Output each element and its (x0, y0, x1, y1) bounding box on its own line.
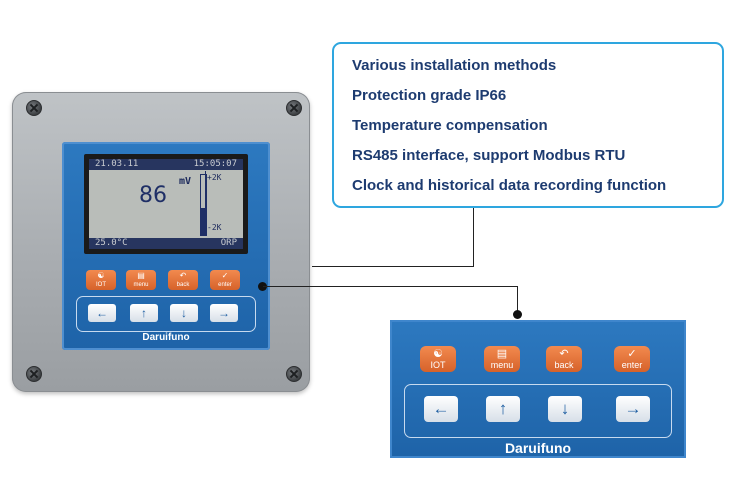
up-arrow-button[interactable]: ↑ (130, 304, 158, 322)
down-arrow-button[interactable]: ↓ (548, 396, 582, 422)
screw-icon (26, 366, 42, 382)
arrow-left-icon: ← (96, 306, 108, 320)
feature-item: RS485 interface, support Modbus RTU (352, 147, 626, 164)
up-arrow-button[interactable]: ↑ (486, 396, 520, 422)
lcd-level-bar (200, 174, 207, 236)
enter-icon: ✓ (627, 348, 637, 360)
lcd-footer: 25.0°C ORP (89, 238, 243, 249)
lcd-mode: ORP (220, 238, 237, 248)
back-button[interactable]: ↶ back (168, 270, 198, 290)
menu-icon: ▤ (496, 348, 508, 360)
iot-button-label: IOT (96, 282, 106, 288)
menu-button-label: menu (133, 282, 149, 288)
features-callout: Various installation methods Protection … (332, 42, 724, 208)
left-arrow-button[interactable]: ← (88, 304, 116, 322)
menu-button[interactable]: ▤ menu (484, 346, 520, 372)
arrow-down-icon: ↓ (560, 399, 570, 418)
screw-icon (26, 100, 42, 116)
arrow-right-icon: → (624, 399, 642, 418)
lcd-reading: 86 (139, 183, 167, 208)
down-arrow-button[interactable]: ↓ (170, 304, 198, 322)
zoom-anchor-dot (258, 282, 267, 291)
left-arrow-button[interactable]: ← (424, 396, 458, 422)
zoom-connector (517, 286, 518, 312)
lcd-status-bar: 21.03.11 15:05:07 (89, 159, 243, 170)
menu-button[interactable]: ▤ menu (126, 270, 156, 290)
enter-icon: ✓ (221, 271, 229, 280)
lcd-time: 15:05:07 (193, 159, 237, 169)
iot-button-label: IOT (430, 360, 446, 370)
lcd-screen: 21.03.11 15:05:07 86 mV +2K -2K 25.0°C O… (84, 154, 248, 254)
menu-icon: ▤ (137, 271, 145, 280)
enter-button-label: enter (621, 360, 643, 370)
right-arrow-button[interactable]: → (210, 304, 238, 322)
arrow-right-icon: → (218, 306, 230, 320)
back-button[interactable]: ↶ back (546, 346, 582, 372)
arrow-keypad (404, 384, 672, 438)
enter-button[interactable]: ✓ enter (614, 346, 650, 372)
arrow-down-icon: ↓ (181, 306, 187, 320)
lcd-temperature: 25.0°C (95, 238, 128, 248)
back-icon: ↶ (559, 348, 569, 360)
iot-button[interactable]: ☯ IOT (420, 346, 456, 372)
brand-label: Daruifuno (142, 332, 190, 343)
lcd-unit: mV (179, 176, 192, 187)
zoom-anchor-dot (513, 310, 522, 319)
brand-label: Daruifuno (504, 440, 572, 456)
back-button-label: back (176, 282, 190, 288)
menu-button-label: menu (490, 360, 514, 370)
callout-connector (473, 208, 474, 267)
enter-button[interactable]: ✓ enter (210, 270, 240, 290)
right-arrow-button[interactable]: → (616, 396, 650, 422)
zoom-connector (263, 286, 518, 287)
transmitter-device: 21.03.11 15:05:07 86 mV +2K -2K 25.0°C O… (12, 92, 310, 392)
iot-icon: ☯ (433, 348, 443, 360)
lcd-range-frame (205, 171, 242, 235)
feature-item: Temperature compensation (352, 117, 548, 134)
feature-item: Various installation methods (352, 57, 557, 74)
enter-button-label: enter (218, 282, 232, 288)
back-icon: ↶ (179, 271, 187, 280)
back-button-label: back (554, 360, 574, 370)
lcd-range-high: +2K (207, 173, 222, 182)
front-panel: 21.03.11 15:05:07 86 mV +2K -2K 25.0°C O… (62, 142, 270, 350)
arrow-keypad (76, 296, 256, 332)
iot-button[interactable]: ☯ IOT (86, 270, 116, 290)
lcd-range-low: -2K (207, 223, 222, 232)
lcd-level-fill (201, 208, 206, 235)
lcd-date: 21.03.11 (95, 159, 139, 169)
arrow-left-icon: ← (432, 399, 450, 418)
arrow-up-icon: ↑ (498, 399, 508, 418)
screw-icon (286, 366, 302, 382)
screw-icon (286, 100, 302, 116)
arrow-up-icon: ↑ (141, 306, 147, 320)
feature-item: Clock and historical data recording func… (352, 177, 667, 194)
keypad-closeup: ☯ IOT ▤ menu ↶ back ✓ enter ← ↑ ↓ → Daru… (390, 320, 686, 458)
iot-icon: ☯ (97, 271, 105, 280)
callout-connector (312, 266, 474, 267)
feature-item: Protection grade IP66 (352, 87, 507, 104)
lcd-display-area: 21.03.11 15:05:07 86 mV +2K -2K 25.0°C O… (89, 159, 243, 249)
